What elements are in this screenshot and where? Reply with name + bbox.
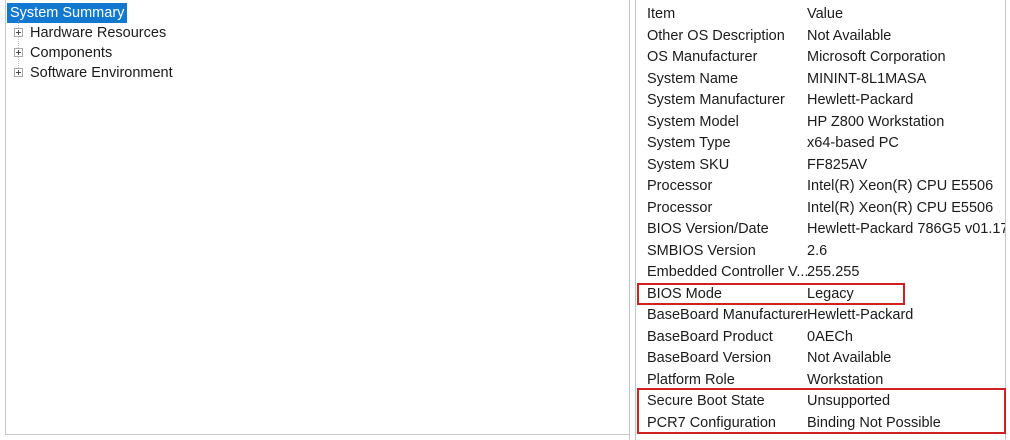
row-value-label: Microsoft Corporation	[807, 49, 946, 65]
tree-item-software-environment-label: Software Environment	[30, 65, 173, 81]
tree-item-software-environment[interactable]: Software Environment	[6, 63, 629, 83]
row-item-label: BaseBoard Version	[647, 350, 772, 366]
row-item-label: OS Manufacturer	[647, 49, 758, 65]
tree-item-system-summary[interactable]: System Summary	[6, 3, 629, 23]
row-value-label: Hewlett-Packard 786G5 v01.17, 8/	[807, 221, 1005, 237]
tree-item-components-label: Components	[30, 45, 113, 61]
row-item-label: BIOS Mode	[647, 285, 722, 302]
row-value-label: HP Z800 Workstation	[807, 113, 945, 130]
row-value-label: Binding Not Possible	[807, 414, 941, 431]
row-value-label: Hewlett-Packard	[807, 92, 914, 108]
row-value-label: Legacy	[807, 285, 854, 302]
row-value-label: 0AECh	[807, 328, 853, 345]
row-item-label: Processor	[647, 199, 713, 216]
table-row[interactable]: Processor Intel(R) Xeon(R) CPU E5506	[636, 198, 1005, 220]
column-header-item[interactable]: Item	[647, 6, 676, 22]
row-value-label: Not Available	[807, 27, 892, 44]
table-row[interactable]: System Model HP Z800 Workstation	[636, 112, 1005, 134]
row-value-label: Unsupported	[807, 393, 891, 409]
row-value-label: 255.255	[807, 264, 860, 280]
table-row[interactable]: BaseBoard Product 0AECh	[636, 327, 1005, 349]
row-value-label: Hewlett-Packard	[807, 307, 914, 323]
row-item-label: BaseBoard Manufacturer	[647, 307, 807, 323]
row-item-label: BIOS Version/Date	[647, 221, 769, 237]
row-item-label: Secure Boot State	[647, 393, 765, 409]
row-item-label: System Type	[647, 135, 731, 151]
table-row[interactable]: SMBIOS Version 2.6	[636, 241, 1005, 263]
table-row[interactable]: Processor Intel(R) Xeon(R) CPU E5506	[636, 176, 1005, 198]
tree-item-system-summary-label: System Summary	[7, 3, 128, 23]
tree-item-hardware-resources[interactable]: Hardware Resources	[6, 23, 629, 43]
row-value-label: MININT-8L1MASA	[807, 70, 927, 87]
row-item-label: Platform Role	[647, 371, 735, 388]
details-list-panel[interactable]: Item Value Other OS Description Not Avai…	[636, 0, 1006, 440]
row-value-label: Not Available	[807, 350, 892, 366]
table-row[interactable]: BaseBoard Manufacturer Hewlett-Packard	[636, 305, 1005, 327]
row-value-label: Workstation	[807, 371, 884, 388]
row-item-label: Processor	[647, 178, 713, 194]
row-item-label: System Name	[647, 70, 739, 87]
row-item-label: System Model	[647, 113, 739, 130]
table-row-bios-mode[interactable]: BIOS Mode Legacy	[636, 284, 1005, 306]
row-value-label: Intel(R) Xeon(R) CPU E5506	[807, 199, 994, 216]
row-value-label: FF825AV	[807, 156, 868, 173]
navigation-tree-panel[interactable]: System Summary Hardware Resources Compon…	[5, 0, 629, 435]
table-row[interactable]: System Manufacturer Hewlett-Packard	[636, 90, 1005, 112]
plus-box-icon[interactable]	[14, 27, 23, 37]
table-row[interactable]: BIOS Version/Date Hewlett-Packard 786G5 …	[636, 219, 1005, 241]
row-item-label: System Manufacturer	[647, 92, 785, 108]
row-item-label: SMBIOS Version	[647, 242, 756, 259]
table-row-secure-boot-state[interactable]: Secure Boot State Unsupported	[636, 391, 1005, 413]
table-row-pcr7-configuration[interactable]: PCR7 Configuration Binding Not Possible	[636, 413, 1005, 435]
tree-item-hardware-resources-label: Hardware Resources	[30, 25, 167, 41]
row-item-label: System SKU	[647, 156, 730, 173]
row-item-label: Embedded Controller V...	[647, 264, 807, 280]
tree-root-list: System Summary Hardware Resources Compon…	[6, 3, 629, 83]
row-item-label: Other OS Description	[647, 27, 785, 44]
column-header-value[interactable]: Value	[807, 6, 844, 22]
details-column-header[interactable]: Item Value	[636, 4, 1005, 26]
pane-splitter-right-edge[interactable]	[635, 0, 636, 440]
plus-box-icon[interactable]	[14, 47, 23, 57]
row-item-label: PCR7 Configuration	[647, 414, 776, 431]
details-rows-container: Item Value Other OS Description Not Avai…	[636, 4, 1005, 434]
pane-splitter-left-edge[interactable]	[629, 0, 630, 440]
table-row[interactable]: OS Manufacturer Microsoft Corporation	[636, 47, 1005, 69]
table-row[interactable]: System SKU FF825AV	[636, 155, 1005, 177]
row-value-label: Intel(R) Xeon(R) CPU E5506	[807, 178, 994, 194]
tree-item-components[interactable]: Components	[6, 43, 629, 63]
table-row[interactable]: System Name MININT-8L1MASA	[636, 69, 1005, 91]
table-row[interactable]: Embedded Controller V... 255.255	[636, 262, 1005, 284]
table-row[interactable]: System Type x64-based PC	[636, 133, 1005, 155]
plus-box-icon[interactable]	[14, 67, 23, 77]
table-row[interactable]: BaseBoard Version Not Available	[636, 348, 1005, 370]
table-row[interactable]: Platform Role Workstation	[636, 370, 1005, 392]
row-value-label: 2.6	[807, 242, 828, 259]
table-row[interactable]: Other OS Description Not Available	[636, 26, 1005, 48]
row-value-label: x64-based PC	[807, 135, 899, 151]
row-item-label: BaseBoard Product	[647, 328, 773, 345]
